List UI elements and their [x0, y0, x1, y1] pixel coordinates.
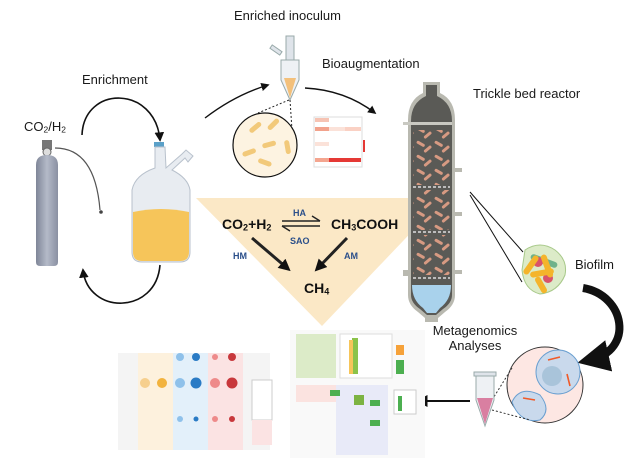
pathway-ha-label: HA: [293, 208, 306, 218]
bioaugmentation-heatmap: [313, 116, 365, 168]
bioaugmentation-label: Bioaugmentation: [322, 56, 420, 71]
biofilm-icon: [521, 244, 566, 295]
reactant-left-a: CO: [222, 216, 243, 232]
gas-label-co: CO: [24, 119, 44, 134]
product-methane: CH4: [304, 280, 329, 296]
product-s1: 4: [324, 286, 330, 297]
trickle-bed-reactor-label: Trickle bed reactor: [473, 86, 581, 101]
inoculum-tube-icon: [269, 35, 300, 102]
bubble-plot-panel: [118, 353, 273, 450]
metagenomics-label-line1: Metagenomics: [432, 323, 518, 338]
trickle-bed-reactor-icon: [403, 82, 462, 322]
pathway-analysis-panel: [290, 330, 425, 458]
pathway-sao-label: SAO: [290, 236, 310, 246]
reactant-acetate: CH3COOH: [331, 216, 398, 232]
gas-cylinder-icon: [36, 140, 103, 266]
reactant-right-s1: 3: [351, 222, 357, 233]
arrow-to-reactor: [304, 87, 377, 115]
metagenomics-label-line2: Analyses: [448, 338, 502, 353]
reactant-right-a: CH: [331, 216, 352, 232]
enrichment-arrow-bottom: [79, 264, 161, 304]
gas-label-h: /H: [48, 119, 62, 134]
reactant-right-b: COOH: [356, 216, 399, 232]
arrow-am: [314, 236, 349, 272]
reactant-left-b: +H: [248, 216, 267, 232]
gas-label-sub2: 2: [61, 124, 66, 135]
bacteria-magnified-icon: [232, 112, 298, 178]
pathway-hm-label: HM: [233, 251, 247, 261]
enrichment-label: Enrichment: [82, 72, 148, 87]
metagenomics-label: Metagenomics Analyses: [425, 323, 525, 353]
gas-label-sub: 2: [43, 124, 49, 135]
arrow-to-inoculum: [204, 82, 270, 119]
equilibrium-arrow-icon: [281, 215, 321, 232]
sample-tube-icon: [473, 371, 497, 428]
reactant-co2-h2: CO2+H2: [222, 216, 271, 232]
reactant-left-s2: 2: [266, 222, 272, 233]
enrichment-arrow-top: [81, 97, 165, 142]
cells-dna-icon: [506, 346, 584, 424]
arrow-hm: [251, 236, 291, 272]
reactant-left-s1: 2: [243, 222, 249, 233]
gas-label: CO2/H2: [24, 119, 66, 134]
arrow-to-metagenomics: [577, 284, 624, 372]
product-a: CH: [304, 280, 325, 296]
enriched-inoculum-label: Enriched inoculum: [234, 8, 341, 23]
pathway-am-label: AM: [344, 251, 358, 261]
biofilm-label: Biofilm: [575, 257, 615, 272]
culture-flask-icon: [131, 142, 194, 263]
